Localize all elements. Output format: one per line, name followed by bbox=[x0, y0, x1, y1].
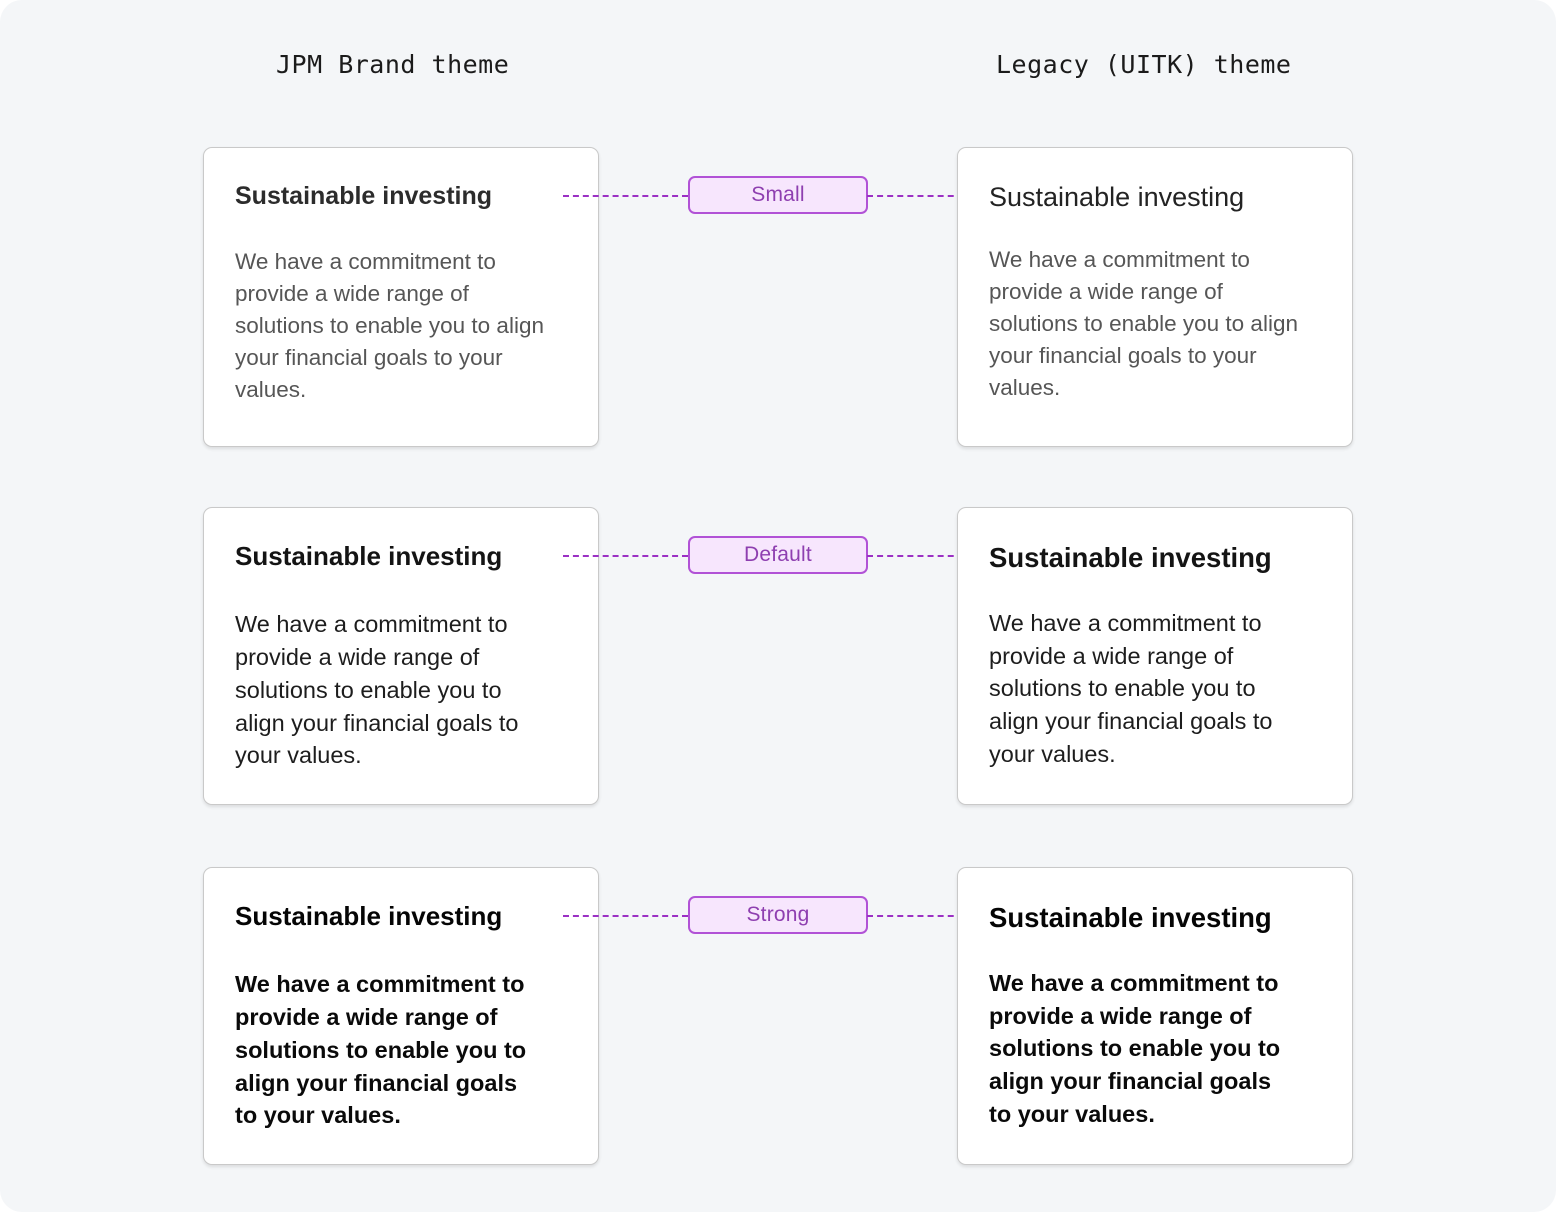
emphasis-badge-default[interactable]: Default bbox=[688, 536, 868, 574]
card-content: Sustainable investing We have a commitme… bbox=[204, 148, 598, 405]
card-content: Sustainable investing We have a commitme… bbox=[958, 508, 1352, 771]
card-content: Sustainable investing We have a commitme… bbox=[958, 868, 1352, 1131]
card-title: Sustainable investing bbox=[235, 182, 493, 210]
comparison-row-small: Sustainable investing We have a commitme… bbox=[0, 147, 1556, 447]
column-header-jpm-brand-theme: JPM Brand theme bbox=[276, 50, 510, 79]
card-body-text: We have a commitment to provide a wide r… bbox=[989, 969, 1281, 1128]
connector-line-right bbox=[867, 195, 984, 197]
card-jpm-default[interactable]: Sustainable investing We have a commitme… bbox=[203, 507, 599, 805]
card-body-text: We have a commitment to provide a wide r… bbox=[235, 970, 527, 1129]
card-legacy-default[interactable]: Sustainable investing We have a commitme… bbox=[957, 507, 1353, 805]
connector-line-left bbox=[563, 195, 688, 197]
column-headers: JPM Brand theme Legacy (UITK) theme bbox=[0, 0, 1556, 120]
emphasis-badge-strong[interactable]: Strong bbox=[688, 896, 868, 934]
card-jpm-strong[interactable]: Sustainable investing We have a commitme… bbox=[203, 867, 599, 1165]
card-title: Sustainable investing bbox=[989, 182, 1245, 212]
card-title: Sustainable investing bbox=[235, 541, 503, 571]
connector-line-left bbox=[563, 915, 688, 917]
card-title: Sustainable investing bbox=[989, 542, 1272, 573]
card-title: Sustainable investing bbox=[235, 901, 503, 931]
card-content: Sustainable investing We have a commitme… bbox=[204, 868, 598, 1132]
connector-line-right bbox=[867, 555, 984, 557]
card-content: Sustainable investing We have a commitme… bbox=[204, 508, 598, 772]
comparison-row-default: Sustainable investing We have a commitme… bbox=[0, 507, 1556, 805]
comparison-row-strong: Sustainable investing We have a commitme… bbox=[0, 867, 1556, 1165]
card-body-text: We have a commitment to provide a wide r… bbox=[989, 609, 1273, 768]
card-body-text: We have a commitment to provide a wide r… bbox=[989, 247, 1298, 400]
card-legacy-small[interactable]: Sustainable investing We have a commitme… bbox=[957, 147, 1353, 447]
connector-line-left bbox=[563, 555, 688, 557]
card-legacy-strong[interactable]: Sustainable investing We have a commitme… bbox=[957, 867, 1353, 1165]
card-title: Sustainable investing bbox=[989, 902, 1272, 933]
connector-line-right bbox=[867, 915, 984, 917]
emphasis-badge-small[interactable]: Small bbox=[688, 176, 868, 214]
card-body-text: We have a commitment to provide a wide r… bbox=[235, 248, 544, 402]
card-body-text: We have a commitment to provide a wide r… bbox=[235, 610, 519, 769]
column-header-legacy-uitk-theme: Legacy (UITK) theme bbox=[996, 50, 1292, 79]
card-jpm-small[interactable]: Sustainable investing We have a commitme… bbox=[203, 147, 599, 447]
card-content: Sustainable investing We have a commitme… bbox=[958, 148, 1352, 404]
